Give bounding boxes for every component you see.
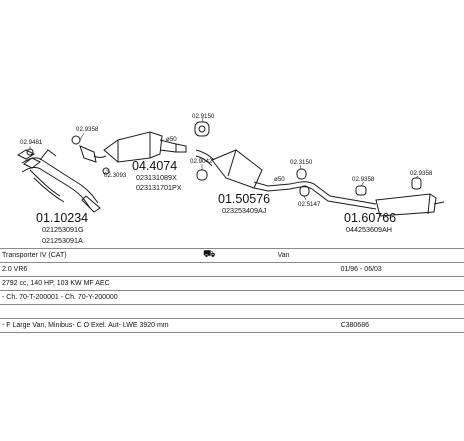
rear-silencer-drawing: [289, 181, 445, 217]
spec-row-blank: [0, 304, 464, 319]
catalog-number: C380686: [338, 318, 464, 333]
catalytic-converter-drawing: [79, 131, 187, 163]
front-pipe-drawing: [16, 149, 101, 213]
part-number-rear-silencer: 01.60766: [344, 211, 396, 225]
accessory-label-mid-hanger: 02.9042: [190, 158, 213, 165]
spec-row-chassis: - Ch. 70-T-200001 - Ch. 70-Y-200000: [0, 290, 464, 305]
oem-code-catalytic-converter-1: 023131089X: [136, 173, 177, 182]
diameter-label-front: ø50: [166, 136, 177, 143]
part-number-catalytic-converter: 04.4074: [132, 159, 177, 173]
spec-row-model: Transporter IV (CAT) ⛟ Van: [0, 248, 464, 263]
van-icon: ⛟: [200, 248, 276, 263]
accessory-label-cat-gasket: 02.3093: [104, 172, 127, 179]
variant-description: - F Large Van, Minibus- C O Exel. Aut- L…: [0, 318, 339, 333]
vehicle-spec-table: Transporter IV (CAT) ⛟ Van 2.0 VR6 01/96…: [0, 248, 464, 333]
diameter-label-rear: ø50: [274, 176, 285, 183]
body-type: Van: [275, 248, 339, 263]
oem-code-front-pipe-1: 021253091G: [42, 225, 84, 234]
spec-row-power: 2792 cc, 140 HP, 103 KW MF AEC: [0, 276, 464, 291]
power-spec: 2792 cc, 140 HP, 103 KW MF AEC: [0, 276, 464, 291]
chassis-range: - Ch. 70-T-200001 - Ch. 70-Y-200000: [0, 290, 464, 305]
middle-silencer-drawing: [195, 149, 291, 192]
part-number-middle-silencer: 01.50576: [218, 192, 270, 206]
leader-lines: [29, 117, 419, 201]
accessory-label-mid-clamp: 02.9150: [192, 113, 215, 120]
accessory-label-rear-clamp: 02.3150: [290, 159, 313, 166]
part-number-front-pipe: 01.10234: [36, 211, 88, 225]
exhaust-system-diagram: 01.10234 021253091G 021253091A 04.4074 0…: [16, 113, 445, 245]
spec-row-engine: 2.0 VR6 01/96 - 06/03: [0, 262, 464, 277]
model-name: Transporter IV (CAT): [0, 248, 201, 263]
accessory-label-front-clamp: 02.9358: [76, 126, 99, 133]
engine: 2.0 VR6: [0, 262, 201, 277]
spec-row-variant: - F Large Van, Minibus- C O Exel. Aut- L…: [0, 318, 464, 333]
accessory-label-gasket: 02.9481: [20, 139, 43, 146]
oem-code-catalytic-converter-2: 023131701PX: [136, 183, 182, 192]
oem-code-rear-silencer: 044253609AH: [346, 225, 392, 234]
accessory-label-tail-hanger-2: 02.9358: [410, 170, 433, 177]
production-years: 01/96 - 06/03: [338, 262, 464, 277]
oem-code-front-pipe-2: 021253091A: [42, 236, 83, 245]
oem-code-middle-silencer: 023253409AJ: [222, 206, 267, 215]
accessory-label-rear-hanger: 02.5147: [298, 201, 321, 208]
accessory-label-tail-hanger-1: 02.9358: [352, 176, 375, 183]
